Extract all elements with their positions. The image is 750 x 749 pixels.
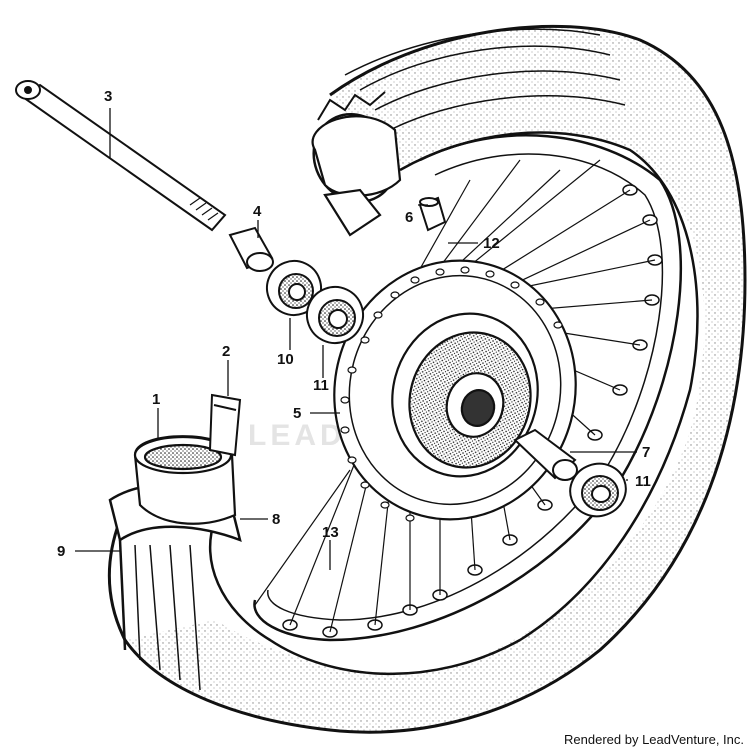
callout-10: 10	[277, 351, 294, 368]
tube-top-cut	[311, 115, 402, 237]
bearing-11-left	[306, 286, 364, 344]
leader-lines	[75, 108, 637, 570]
callout-5: 5	[293, 405, 301, 422]
spacer-collar	[228, 226, 274, 272]
callout-13: 13	[322, 524, 339, 541]
callout-3: 3	[104, 88, 112, 105]
bearing-10	[266, 260, 322, 316]
callout-4: 4	[253, 203, 262, 220]
bearing-11-right	[569, 462, 627, 518]
callout-12: 12	[483, 235, 500, 252]
footer-credit: Rendered by LeadVenture, Inc.	[564, 732, 744, 747]
hub-flange-holes	[340, 266, 563, 522]
callout-11-upper: 11	[313, 377, 329, 394]
tube-valve	[208, 393, 242, 457]
callout-7: 7	[642, 444, 650, 461]
spoke-nipples	[282, 184, 663, 638]
distance-collar	[513, 428, 578, 481]
wheel-hub	[333, 259, 577, 521]
callout-1: 1	[152, 391, 160, 408]
rim	[253, 134, 683, 642]
axle	[15, 80, 227, 232]
valve-cap	[418, 196, 447, 232]
callout-6: 6	[405, 209, 413, 226]
callout-11-lower: 11	[635, 473, 651, 490]
callout-9: 9	[57, 543, 65, 560]
callout-8: 8	[272, 511, 280, 528]
callout-2: 2	[222, 343, 230, 360]
